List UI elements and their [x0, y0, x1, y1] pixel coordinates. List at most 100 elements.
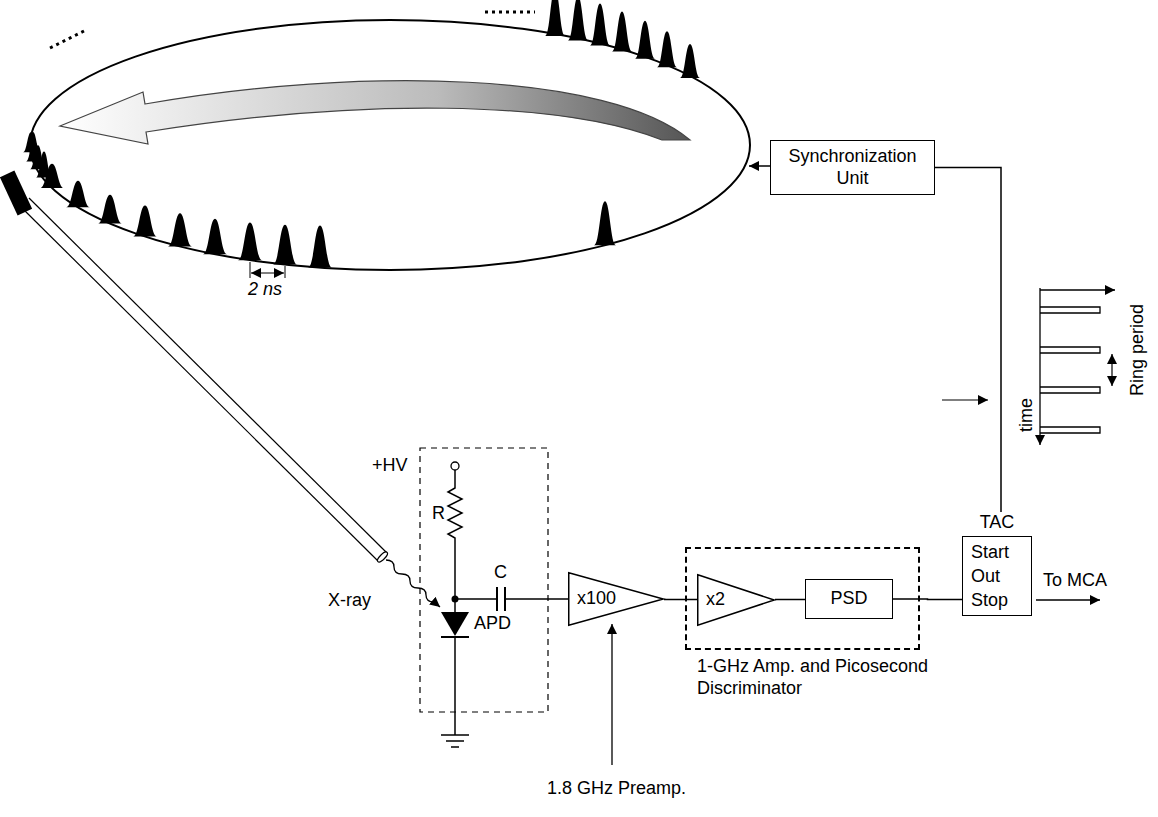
component-label: C	[494, 562, 507, 584]
timing-plot	[1040, 307, 1100, 433]
output-label: To MCA	[1043, 570, 1107, 592]
x-ray-beam-tube	[20, 206, 378, 561]
apd-module-outline	[420, 448, 548, 712]
ground-symbol	[451, 746, 459, 748]
x-ray-beam-tube	[20, 198, 389, 563]
axis-label: time	[1016, 398, 1038, 432]
electron-bunch	[238, 223, 262, 261]
amplifier-triangle: x2	[697, 574, 775, 626]
electron-bunch	[635, 21, 655, 59]
electron-bunches	[23, 0, 700, 268]
component-label: 1.8 GHz Preamp.	[547, 778, 686, 800]
node-text: Out	[971, 564, 1023, 588]
signal-wire	[664, 599, 697, 601]
hv-terminal	[451, 462, 459, 470]
capacitor-symbol	[455, 598, 497, 600]
sync-to-ring-arrow	[749, 165, 770, 167]
apd-diode-symbol	[441, 612, 469, 735]
electron-bunch	[23, 132, 39, 152]
resistor-symbol	[448, 482, 462, 612]
apd-module-outline	[420, 448, 548, 712]
capacitor-symbol	[455, 587, 568, 611]
electron-bunch	[66, 181, 90, 208]
electron-bunch	[545, 0, 565, 36]
bunch-spacing-dimension	[285, 266, 286, 278]
psd-box: PSD	[805, 579, 893, 619]
electron-bunch	[657, 31, 677, 67]
node-text: Start	[971, 540, 1023, 564]
apd-diode-symbol	[454, 637, 456, 735]
electron-bunch	[168, 213, 192, 246]
dimension-label: 2 ns	[248, 279, 282, 301]
amplifier-outline	[569, 573, 664, 626]
node-text: Stop	[971, 588, 1023, 612]
continuation-dots	[50, 12, 535, 48]
bunch-spacing-dimension	[251, 273, 284, 274]
output-arrow	[1036, 599, 1100, 601]
electron-bunch	[680, 44, 700, 78]
terminal-label: +HV	[372, 455, 408, 477]
x-ray-wave	[386, 560, 440, 607]
axis-label: Ring period	[1127, 304, 1149, 396]
electron-bunch	[273, 225, 297, 265]
amplifier-outline	[698, 575, 775, 626]
amp-discriminator-group: 1-GHz Amp. and Picosecond Discriminatorx…	[685, 547, 920, 650]
direction-arrow	[60, 81, 690, 144]
storage-ring	[30, 20, 750, 270]
tac-frame: StartOutStop	[962, 536, 1032, 616]
timing-plot	[1111, 354, 1112, 386]
sync-unit-box: Synchronization Unit	[770, 140, 935, 195]
x-ray-beam-tube	[29, 198, 387, 553]
detector-sample	[0, 171, 32, 216]
signal-label: X-ray	[328, 590, 371, 612]
preamp-pointer	[611, 624, 612, 765]
node-title: x2	[706, 589, 725, 611]
bunch-spacing-dimension	[250, 262, 285, 278]
ground-symbol	[441, 734, 469, 736]
sync-to-ring-arrow	[749, 166, 770, 167]
electron-bunch	[203, 219, 227, 254]
electron-bunch	[308, 226, 332, 268]
preamp-triangle: x100	[568, 572, 664, 626]
timing-plot	[1039, 288, 1040, 445]
electron-bunch	[26, 132, 40, 150]
component-label: R	[432, 503, 445, 525]
group-caption-holder: 1-GHz Amp. and Picosecond Discriminator	[697, 656, 937, 699]
electron-bunch	[133, 206, 157, 237]
continuation-dots	[485, 11, 535, 14]
text-holder: x100	[568, 572, 616, 626]
resistor-symbol	[448, 482, 462, 544]
capacitor-symbol	[505, 598, 568, 600]
apd-diode-symbol	[441, 612, 469, 636]
signal-wire	[935, 168, 1001, 512]
capacitor-symbol	[496, 587, 498, 611]
hv-terminal	[451, 462, 459, 482]
tac-box: TACStartOutStop	[962, 512, 1032, 616]
text-holder: x2	[697, 574, 725, 626]
component-label: APD	[474, 613, 511, 635]
electron-bunch	[98, 195, 122, 224]
electron-bunch	[612, 11, 632, 51]
timing-plot	[1040, 289, 1115, 290]
storage-ring	[30, 20, 750, 270]
x-ray-beam-tube	[376, 551, 389, 564]
ground-symbol	[441, 735, 469, 747]
continuation-dots	[50, 30, 86, 48]
node-title: 1-GHz Amp. and Picosecond Discriminator	[697, 656, 937, 699]
node-title: x100	[577, 588, 616, 610]
x-ray-wave	[386, 560, 440, 607]
electron-bunch	[568, 0, 588, 40]
bunch-spacing-dimension	[250, 262, 251, 278]
hv-terminal	[454, 470, 456, 482]
node-title: PSD	[830, 588, 867, 610]
direction-arrow	[60, 81, 690, 144]
detector-sample	[0, 171, 32, 216]
electron-bunch	[590, 3, 610, 45]
timing-plot	[1040, 288, 1115, 445]
timing-pointer	[942, 399, 988, 400]
ground-symbol	[446, 740, 464, 742]
node-title: TAC	[962, 512, 1032, 534]
output-arrow	[1036, 600, 1100, 601]
